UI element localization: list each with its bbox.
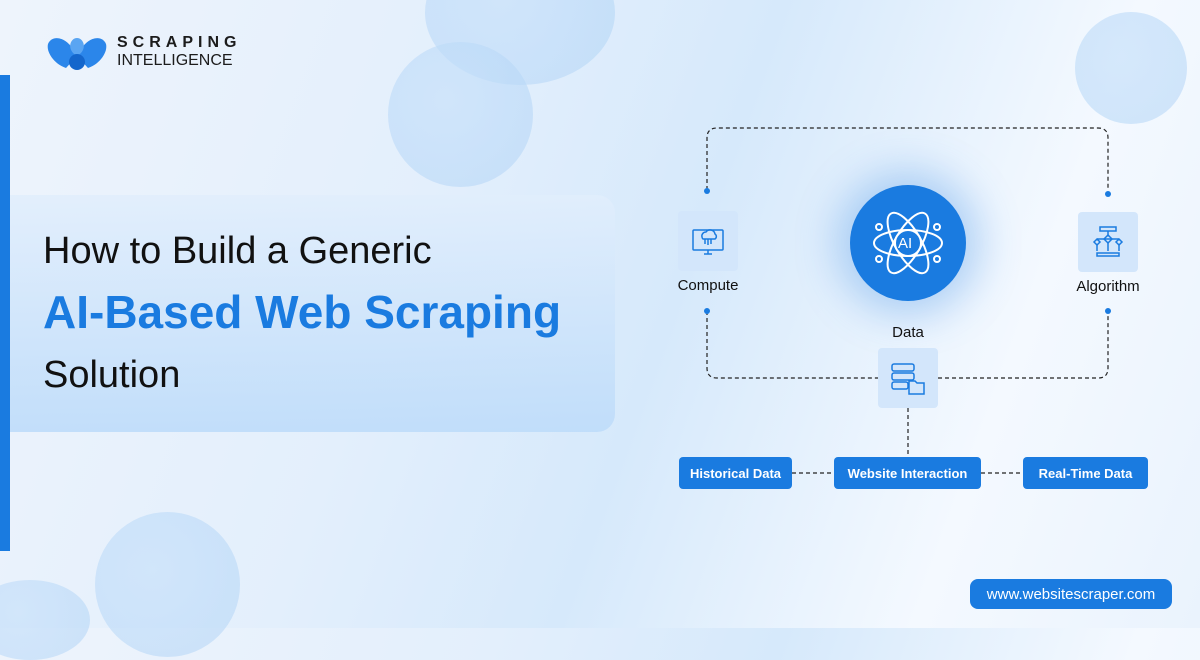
database-folder-icon bbox=[891, 363, 925, 395]
algorithm-label: Algorithm bbox=[1076, 278, 1140, 295]
compute-node bbox=[678, 211, 738, 271]
decor-bubble bbox=[388, 42, 533, 187]
website-link[interactable]: www.websitescraper.com bbox=[970, 579, 1172, 609]
source-real-time-data: Real-Time Data bbox=[1023, 457, 1148, 489]
data-node bbox=[878, 348, 938, 408]
decor-bubble bbox=[1075, 12, 1187, 124]
accent-bar bbox=[0, 75, 10, 551]
title-panel bbox=[10, 195, 615, 432]
headline-line2: AI-Based Web Scraping bbox=[43, 286, 562, 338]
algorithm-node bbox=[1078, 212, 1138, 272]
headline-line3: Solution bbox=[43, 354, 181, 396]
cloud-computer-icon bbox=[692, 229, 724, 255]
headline-line1: How to Build a Generic bbox=[43, 230, 432, 272]
source-website-interaction: Website Interaction bbox=[834, 457, 981, 489]
source-historical-data: Historical Data bbox=[679, 457, 792, 489]
logo-icon bbox=[47, 38, 107, 70]
ai-label: AI bbox=[898, 235, 913, 252]
ai-core: AI bbox=[850, 185, 966, 301]
brand-name: SCRAPING INTELLIGENCE bbox=[117, 34, 241, 70]
compute-label: Compute bbox=[677, 277, 739, 294]
brand-line2: INTELLIGENCE bbox=[117, 52, 233, 69]
data-label: Data bbox=[892, 324, 924, 341]
diagram-connectors bbox=[704, 127, 1111, 474]
ai-atom-icon bbox=[873, 211, 943, 275]
flowchart-icon bbox=[1092, 226, 1124, 257]
brand-line1: SCRAPING bbox=[117, 34, 242, 51]
logo bbox=[46, 34, 108, 77]
